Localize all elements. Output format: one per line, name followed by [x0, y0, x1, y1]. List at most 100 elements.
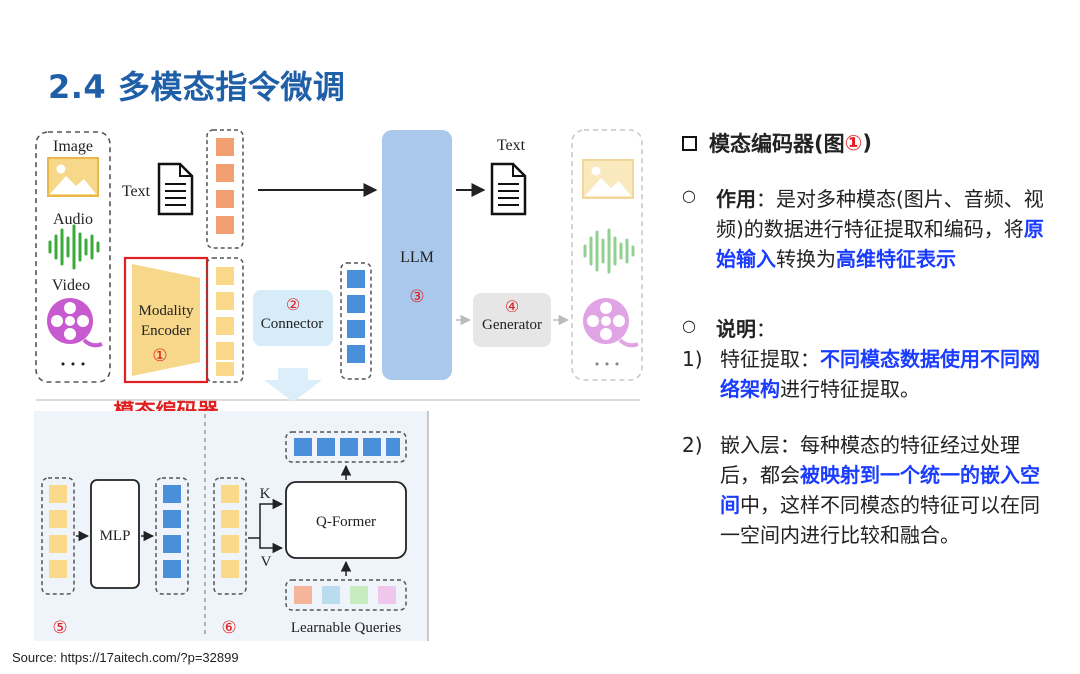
video-label: Video	[52, 277, 90, 294]
role-label: 作用	[716, 187, 756, 211]
role-bullet: ○ 作用：是对多种模态(图片、音频、视频)的数据进行特征提取和编码，将原始输入转…	[682, 184, 1062, 274]
text-token-column	[206, 129, 244, 249]
mlp-input-token	[49, 485, 67, 503]
feature-token	[216, 342, 234, 360]
role-text: ：是对多种模态(图片、音频、视频)的数据进行特征提取和编码，将	[716, 187, 1044, 241]
mlp-input-token	[49, 535, 67, 553]
modality-encoder-highlight	[123, 256, 209, 384]
role-highlight-2: 高维特征表示	[836, 247, 956, 271]
learnable-queries-label: Learnable Queries	[291, 620, 402, 636]
k-arrow	[248, 498, 284, 539]
role-mid: 转换为	[776, 247, 836, 271]
feature-token	[216, 362, 234, 376]
input-modalities-box	[35, 131, 111, 383]
page-title: 2.4 多模态指令微调	[48, 68, 346, 106]
text-token	[216, 190, 234, 208]
qformer-output-token	[386, 438, 400, 456]
qformer-label: Q-Former	[316, 514, 376, 530]
note-colon: ：	[756, 317, 776, 341]
mlp-box	[90, 479, 140, 589]
bullet-circle-icon: ○	[682, 316, 696, 335]
connector-expand-arrow	[264, 368, 322, 402]
item2-prefix: 嵌入层：每种模态的特征经过处理后，都会	[720, 433, 1020, 487]
output-document-icon	[490, 162, 527, 216]
generator-box	[473, 293, 551, 347]
qformer-input-column	[213, 477, 247, 595]
text-token	[216, 164, 234, 182]
mlp-output-column	[155, 477, 189, 595]
qformer-output-token	[294, 438, 312, 456]
checkbox-square-icon	[682, 135, 697, 151]
output-modalities: • • •	[571, 129, 643, 381]
text-input-label: Text	[122, 183, 151, 200]
connector-box	[253, 290, 333, 346]
qformer-section-number: ⑥	[221, 618, 236, 638]
modality-encoder-trapezoid	[132, 264, 200, 376]
llm-box	[382, 130, 452, 380]
role-paragraph: 作用：是对多种模态(图片、音频、视频)的数据进行特征提取和编码，将原始输入转换为…	[716, 184, 1050, 274]
mlp-output-token	[163, 535, 181, 553]
query-token	[294, 586, 312, 604]
item2-suffix: 中，这样不同模态的特征可以在同一空间内进行比较和融合。	[720, 493, 1040, 547]
query-token	[378, 586, 396, 604]
query-token	[350, 586, 368, 604]
item2-highlight: 被映射到一个统一的嵌入空间	[720, 463, 1040, 517]
encoder-label-line2: Encoder	[141, 323, 191, 339]
audio-waveform-icon	[48, 224, 100, 270]
llm-number: ③	[409, 287, 424, 307]
item2-number: 2)	[682, 433, 703, 457]
v-arrow	[259, 538, 284, 554]
mlp-output-token	[163, 485, 181, 503]
qformer-output-token	[340, 438, 358, 456]
architecture-diagram: Image Audio Video • • • Text	[34, 129, 643, 641]
projected-token	[347, 320, 365, 338]
encoder-label-line1: Modality	[139, 303, 194, 319]
audio-label: Audio	[53, 211, 93, 228]
encoder-number: ①	[152, 346, 167, 366]
item1-highlight: 不同模态数据使用不同网络架构	[720, 347, 1040, 401]
query-token	[322, 586, 340, 604]
video-reel-icon	[47, 298, 103, 348]
projected-token	[347, 295, 365, 313]
image-icon	[47, 157, 99, 197]
projected-token	[347, 270, 365, 288]
image-label: Image	[53, 138, 93, 155]
note-bullet: ○ 说明：	[682, 314, 1062, 344]
qformer-output-token	[363, 438, 381, 456]
generator-number: ④	[505, 297, 519, 316]
ellipsis: • • •	[60, 358, 86, 371]
mlp-output-token	[163, 510, 181, 528]
connector-label: Connector	[261, 316, 323, 332]
qformer-input-token	[221, 560, 239, 578]
bullet-circle-icon: ○	[682, 186, 696, 205]
k-label: K	[260, 486, 271, 502]
heading-text: 模态编码器(图	[709, 132, 845, 156]
list-item-1: 1) 特征提取：不同模态数据使用不同网络架构进行特征提取。	[682, 344, 1062, 404]
feature-token	[216, 317, 234, 335]
svg-text:• • •: • • •	[594, 358, 620, 371]
mlp-section-number: ⑤	[52, 618, 67, 638]
mlp-label: MLP	[100, 528, 131, 544]
feature-token	[216, 267, 234, 285]
list-item-2: 2) 嵌入层：每种模态的特征经过处理后，都会被映射到一个统一的嵌入空间中，这样不…	[682, 430, 1062, 550]
text-token	[216, 138, 234, 156]
source-citation: Source: https://17aitech.com/?p=32899	[12, 650, 239, 665]
role-highlight-1: 原始输入	[716, 217, 1044, 271]
mlp-input-token	[49, 510, 67, 528]
projected-token	[347, 345, 365, 363]
mlp-input-token	[49, 560, 67, 578]
qformer-input-token	[221, 535, 239, 553]
qformer-input-token	[221, 485, 239, 503]
heading-close: )	[862, 131, 872, 155]
qformer-output-row	[285, 431, 407, 463]
qformer-input-token	[221, 510, 239, 528]
projected-token-column	[340, 262, 372, 380]
v-label: V	[261, 554, 272, 570]
connector-number: ②	[286, 295, 300, 314]
generator-label: Generator	[482, 317, 542, 333]
learnable-queries-row	[285, 579, 407, 611]
qformer-box	[285, 481, 407, 559]
mlp-input-column	[41, 477, 75, 595]
